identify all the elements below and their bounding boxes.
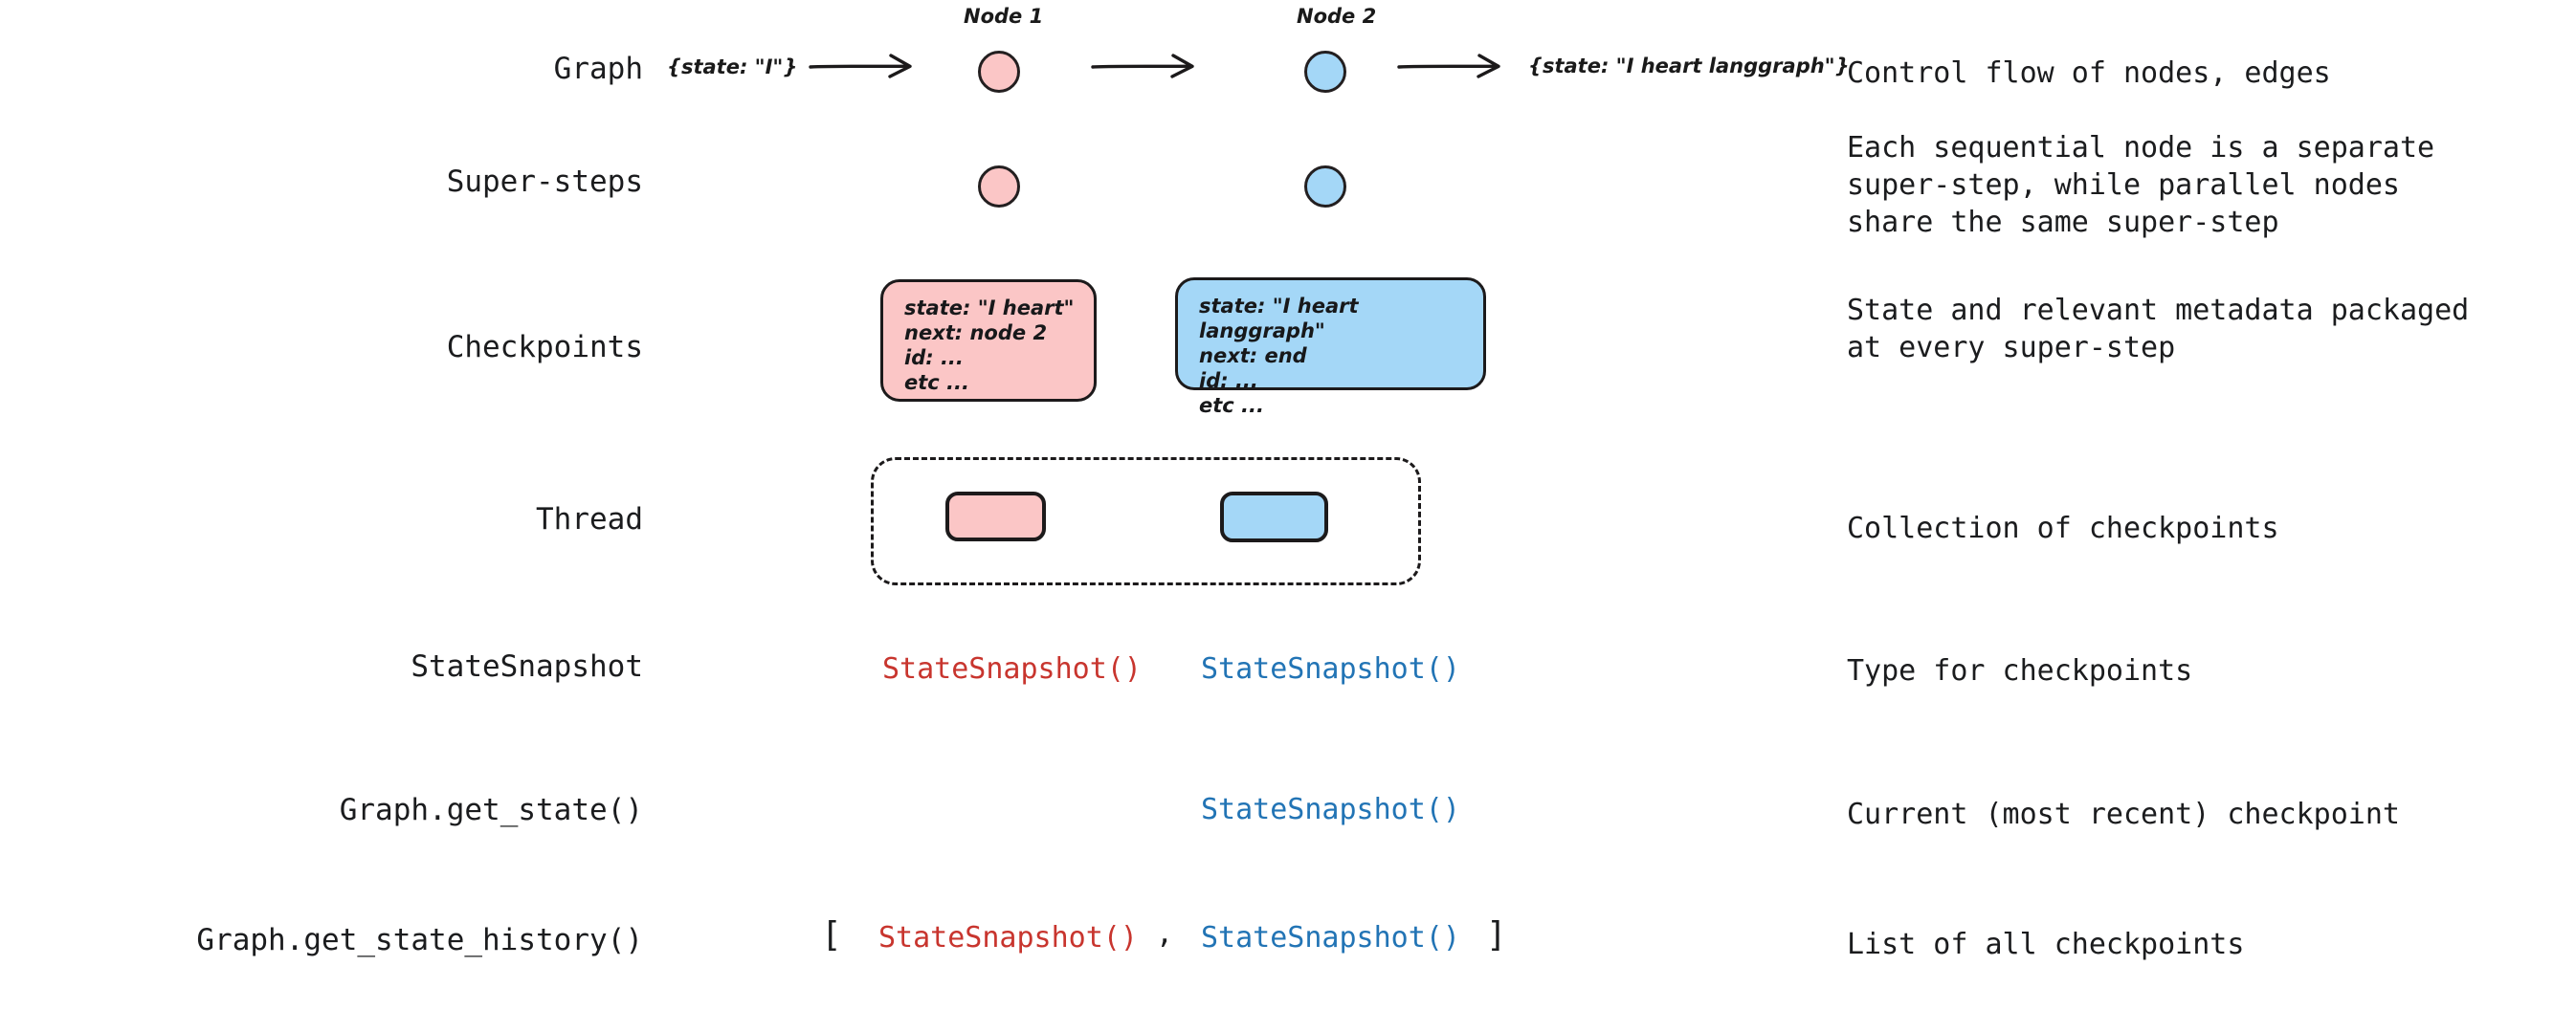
description-get-state-history: List of all checkpoints: [1847, 928, 2245, 961]
statesnapshot-token-first: StateSnapshot(): [882, 652, 1142, 686]
row-label-super-steps-text: Super-steps: [446, 165, 643, 199]
description-graph: Control flow of nodes, edges: [1847, 56, 2331, 90]
history-comma: ,: [1156, 917, 1174, 951]
history-snapshot-first: StateSnapshot(): [878, 921, 1138, 955]
row-label-get-state-text: Graph.get_state(): [339, 793, 643, 827]
checkpoint-first-text: state: "I heart" next: node 2 id: ... et…: [904, 296, 1075, 394]
row-label-get-state: Graph.get_state(): [0, 796, 643, 825]
description-checkpoints: State and relevant metadata packaged at …: [1847, 294, 2470, 364]
description-super-steps: Each sequential node is a separate super…: [1847, 131, 2435, 239]
row-label-get-state-history: Graph.get_state_history(): [0, 926, 643, 955]
node1-circle-graph[interactable]: [978, 51, 1020, 93]
history-open-bracket: [: [821, 915, 842, 955]
row-label-thread-text: Thread: [536, 502, 643, 537]
description-get-state: Current (most recent) checkpoint: [1847, 798, 2400, 831]
edge-arrow-node2-to-end: [1397, 54, 1500, 78]
row-label-statesnapshot-text: StateSnapshot: [411, 649, 643, 684]
input-state-literal: {state: "I"}: [667, 55, 798, 78]
output-state-literal: {state: "I heart langgraph"}: [1528, 55, 1850, 77]
node2-circle-graph[interactable]: [1304, 51, 1346, 93]
history-snapshot-second: StateSnapshot(): [1201, 921, 1460, 955]
node1-label: Node 1: [964, 5, 1044, 28]
row-label-statesnapshot: StateSnapshot: [0, 652, 643, 682]
node1-circle-superstep[interactable]: [978, 165, 1020, 208]
row-label-get-state-history-text: Graph.get_state_history(): [196, 923, 643, 957]
thread-checkpoint-first[interactable]: [945, 492, 1046, 541]
row-label-checkpoints-text: Checkpoints: [446, 330, 643, 364]
row-label-graph: Graph: [0, 55, 643, 84]
get-state-result-snapshot: StateSnapshot(): [1201, 793, 1460, 826]
checkpoint-box-first[interactable]: state: "I heart" next: node 2 id: ... et…: [880, 279, 1097, 402]
description-thread: Collection of checkpoints: [1847, 512, 2279, 545]
row-label-graph-text: Graph: [553, 52, 643, 86]
edge-arrow-node1-to-node2: [1091, 54, 1194, 78]
checkpoint-box-second[interactable]: state: "I heart langgraph" next: end id:…: [1175, 277, 1486, 417]
thread-checkpoint-second[interactable]: [1220, 492, 1328, 542]
node2-label: Node 2: [1297, 5, 1377, 28]
row-label-checkpoints: Checkpoints: [0, 333, 643, 362]
edge-arrow-start-to-node1: [809, 54, 912, 78]
description-statesnapshot: Type for checkpoints: [1847, 654, 2193, 688]
node2-circle-superstep[interactable]: [1304, 165, 1346, 208]
statesnapshot-token-second: StateSnapshot(): [1201, 652, 1460, 686]
checkpoint-second-text: state: "I heart langgraph" next: end id:…: [1199, 295, 1359, 417]
thread-container[interactable]: [871, 457, 1421, 585]
row-label-super-steps: Super-steps: [0, 167, 643, 197]
row-label-thread: Thread: [0, 505, 643, 535]
history-close-bracket: ]: [1486, 915, 1507, 955]
